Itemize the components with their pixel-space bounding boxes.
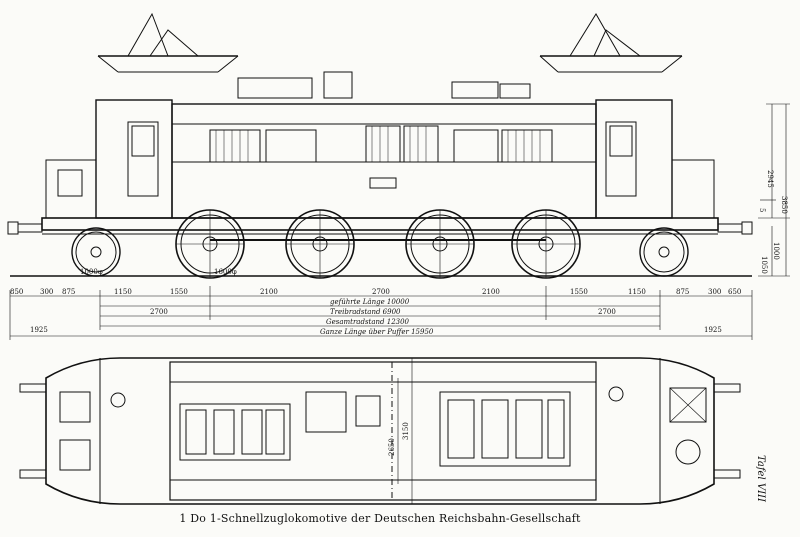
buffer-right (717, 223, 743, 233)
dim-1925-right: 1925 (704, 326, 722, 334)
height-3850: 3850 (780, 196, 788, 214)
dim-875-left: 875 (62, 288, 75, 296)
plan-dim-2650: 2650 (388, 438, 396, 456)
cab-right (595, 99, 673, 219)
side-elevation (7, 12, 790, 279)
dim-1550-left: 1550 (170, 288, 188, 296)
wheel-label-left: 1000φ (80, 268, 103, 276)
height-2945: 2945 (766, 170, 774, 188)
carrying-wheel-right (639, 227, 689, 277)
hood-right (671, 159, 715, 219)
buffer-left (17, 223, 43, 233)
cab-left (95, 99, 173, 219)
main-body (171, 103, 597, 219)
dimension-lines (9, 286, 753, 340)
height-1050: 1050 (760, 256, 768, 274)
label-total-wheelbase: Gesamtradstand 12300 (326, 318, 410, 326)
caption: 1 Do 1-Schnellzuglokomotive der Deutsche… (179, 512, 581, 525)
dim-1150-right: 1150 (628, 288, 646, 296)
label-overall-length: Ganze Länge über Puffer 15950 (320, 328, 434, 336)
dim-2100-left: 2100 (260, 288, 278, 296)
wheel-label-center: 1600φ (214, 268, 237, 276)
dim-1925-left: 1925 (30, 326, 48, 334)
dim-2700-right: 2700 (598, 308, 616, 316)
carrying-wheel-left (71, 227, 121, 277)
dim-2700-center: 2700 (372, 288, 390, 296)
height-1000: 1000 (772, 242, 780, 260)
dim-2700-left: 2700 (150, 308, 168, 316)
hood-left (45, 159, 97, 219)
dimension-texts: 1000φ 1600φ 850 300 875 1150 1550 2100 2… (10, 170, 788, 456)
plan-view (19, 357, 741, 505)
label-guided-length: geführte Länge 10000 (330, 298, 410, 306)
plan-dim-3150: 3150 (402, 422, 410, 440)
dim-300-left: 300 (40, 288, 53, 296)
frame (41, 217, 719, 231)
dim-650: 650 (728, 288, 741, 296)
pantograph-right (539, 13, 683, 73)
plate-number: Tafel VIII (755, 455, 766, 502)
height-5: 5 (758, 208, 766, 212)
dim-1550-right: 1550 (570, 288, 588, 296)
dim-875-right: 875 (676, 288, 689, 296)
pantograph-left (97, 12, 239, 73)
dim-1150-left: 1150 (114, 288, 132, 296)
dim-2100-right: 2100 (482, 288, 500, 296)
dim-300-right: 300 (708, 288, 721, 296)
dim-850: 850 (10, 288, 23, 296)
label-driving-wheelbase: Treibradstand 6900 (330, 308, 401, 316)
